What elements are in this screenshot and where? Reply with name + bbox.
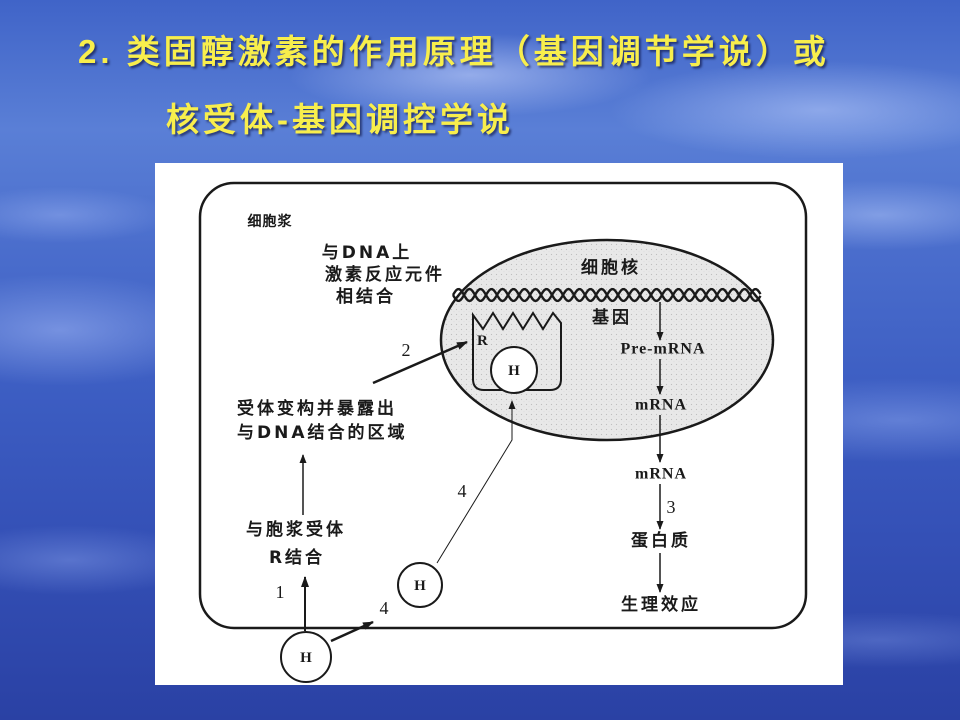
receptor-change-line-2: 与DNA结合的区域 — [237, 422, 408, 443]
hormone-label-nucleus: H — [508, 363, 520, 379]
receptor-change-line-1: 受体变构并暴露出 — [237, 398, 397, 419]
dna-binding-line-1: 与DNA上 — [322, 243, 413, 263]
mrna-cytoplasm-label: mRNA — [635, 466, 687, 483]
step-3-label: 3 — [667, 497, 676, 517]
nucleus-label: 细胞核 — [581, 257, 641, 278]
pre-mrna-label: Pre-mRNA — [620, 341, 705, 358]
arrow-step-4-entry — [330, 620, 374, 643]
slide-title-line-2: 核受体-基因调控学说 — [166, 101, 514, 138]
cytoplasmic-binding-line-2: R结合 — [269, 547, 325, 568]
dna-binding-line-2: 激素反应元件 — [325, 264, 445, 285]
nuclear-receptor-shape — [472, 311, 562, 391]
receptor-label: R — [477, 333, 488, 349]
gene-label: 基因 — [591, 307, 632, 328]
steroid-hormone-mechanism-diagram: R H 细胞浆 细胞核 基因 与DNA上 激素反应元件 相结合 2 受体变构并暴… — [198, 181, 808, 683]
arrow-step-2 — [372, 340, 468, 385]
arrow-step-4-nuclear — [436, 400, 516, 564]
step-2-label: 2 — [402, 340, 411, 360]
hormone-label-extracellular: H — [300, 650, 312, 666]
protein-label: 蛋白质 — [631, 530, 691, 551]
hormone-extracellular — [280, 631, 332, 683]
dna-strand-b — [451, 287, 762, 303]
cytoplasm-label: 细胞浆 — [248, 213, 293, 230]
slide-title-line-1: 2. 类固醇激素的作用原理（基因调节学说）或 — [78, 33, 830, 70]
step-1-label: 1 — [276, 582, 285, 602]
step-4-nuclear-label: 4 — [458, 481, 467, 501]
diagram-panel: R H 细胞浆 细胞核 基因 与DNA上 激素反应元件 相结合 2 受体变构并暴… — [155, 163, 843, 685]
physiological-effect-label: 生理效应 — [621, 594, 701, 615]
hormone-cytoplasm — [397, 562, 443, 608]
hormone-label-cytoplasm: H — [414, 578, 426, 594]
dna-binding-line-3: 相结合 — [336, 286, 396, 307]
mrna-nuclear-label: mRNA — [635, 397, 687, 414]
cytoplasmic-binding-line-1: 与胞浆受体 — [246, 519, 346, 540]
cell-membrane — [198, 181, 808, 630]
step-4-entry-label: 4 — [380, 598, 389, 618]
hormone-in-nucleus — [490, 346, 538, 394]
